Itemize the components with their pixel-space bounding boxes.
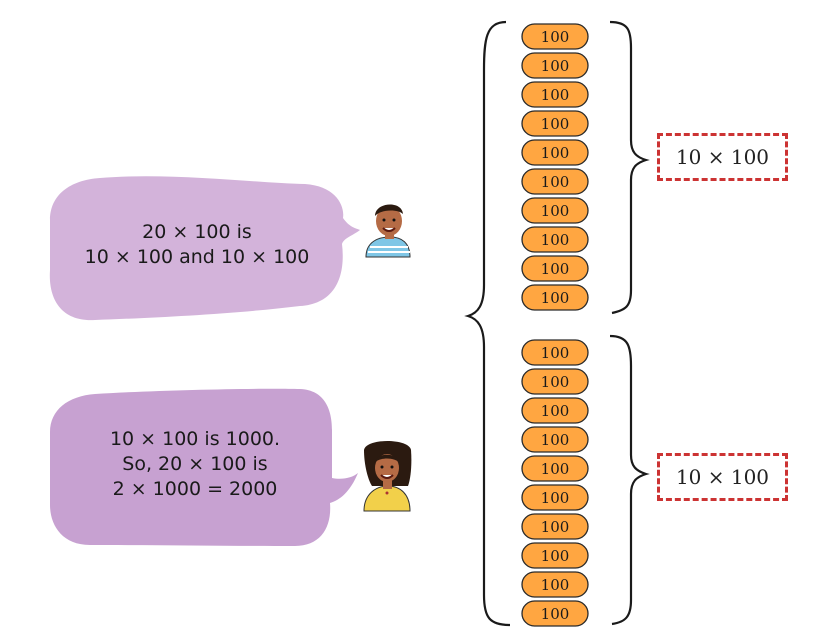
chip-label: 100	[541, 173, 570, 191]
chip-label: 100	[541, 547, 570, 565]
chip-label: 100	[541, 260, 570, 278]
chip-shape	[521, 455, 589, 482]
chip-label: 100	[541, 202, 570, 220]
big-left-brace	[464, 20, 511, 627]
chip-100: 100	[521, 284, 589, 311]
group-brace-bottom	[609, 334, 650, 626]
chip-label: 100	[541, 576, 570, 594]
chip-100: 100	[521, 110, 589, 137]
chip-shape	[521, 23, 589, 50]
chip-label: 100	[541, 373, 570, 391]
chip-label: 100	[541, 489, 570, 507]
chip-label: 100	[541, 518, 570, 536]
chip-label: 100	[541, 289, 570, 307]
chip-100: 100	[521, 168, 589, 195]
chip-label: 100	[541, 231, 570, 249]
chip-100: 100	[521, 513, 589, 540]
chip-100: 100	[521, 255, 589, 282]
chip-label: 100	[541, 115, 570, 133]
chip-shape	[521, 600, 589, 627]
group-label-top: 10 × 100	[657, 133, 788, 181]
chip-label: 100	[541, 57, 570, 75]
chip-label: 100	[541, 431, 570, 449]
girl-avatar-icon	[363, 441, 412, 512]
chip-100: 100	[521, 226, 589, 253]
chip-100: 100	[521, 571, 589, 598]
girl-dialogue-text: 10 × 100 is 1000. So, 20 × 100 is 2 × 10…	[60, 427, 330, 502]
chip-100: 100	[521, 197, 589, 224]
chip-label: 100	[541, 144, 570, 162]
chip-shape	[521, 513, 589, 540]
chip-100: 100	[521, 368, 589, 395]
chip-100: 100	[521, 426, 589, 453]
chip-shape	[521, 168, 589, 195]
speech-bubble-boy	[49, 176, 360, 321]
chip-100: 100	[521, 81, 589, 108]
chip-100: 100	[521, 339, 589, 366]
group-brace-top	[609, 20, 650, 315]
chip-100: 100	[521, 542, 589, 569]
chip-label: 100	[541, 605, 570, 623]
chip-shape	[521, 284, 589, 311]
chip-shape	[521, 542, 589, 569]
chip-shape	[521, 484, 589, 511]
chip-label: 100	[541, 344, 570, 362]
chip-100: 100	[521, 484, 589, 511]
chip-shape	[521, 52, 589, 79]
chip-label: 100	[541, 402, 570, 420]
chip-stack-bottom: 100 100 100 100 100 100 100 100 100 100	[521, 339, 589, 627]
boy-dialogue-text: 20 × 100 is 10 × 100 and 10 × 100	[62, 220, 332, 270]
group-label-bottom: 10 × 100	[657, 453, 788, 501]
chip-100: 100	[521, 455, 589, 482]
chip-shape	[521, 426, 589, 453]
chip-shape	[521, 255, 589, 282]
chip-shape	[521, 397, 589, 424]
chip-100: 100	[521, 23, 589, 50]
dialogue-line: 2 × 1000 = 2000	[112, 478, 278, 500]
dialogue-line: So, 20 × 100 is	[122, 453, 268, 475]
speech-bubble-girl	[50, 388, 358, 546]
chip-shape	[521, 139, 589, 166]
chip-100: 100	[521, 600, 589, 627]
chip-label: 100	[541, 460, 570, 478]
chip-100: 100	[521, 139, 589, 166]
dialogue-line: 10 × 100 is 1000.	[109, 428, 281, 450]
boy-avatar-icon	[365, 204, 411, 258]
chip-shape	[521, 571, 589, 598]
dialogue-line: 10 × 100 and 10 × 100	[84, 246, 310, 268]
chip-stack-top: 100 100 100 100 100 100 100 100 100 100	[521, 23, 589, 311]
chip-100: 100	[521, 397, 589, 424]
dialogue-line: 20 × 100 is	[142, 221, 252, 243]
chip-100: 100	[521, 52, 589, 79]
chip-shape	[521, 81, 589, 108]
chip-shape	[521, 110, 589, 137]
chip-shape	[521, 339, 589, 366]
chip-label: 100	[541, 86, 570, 104]
chip-label: 100	[541, 28, 570, 46]
chip-shape	[521, 226, 589, 253]
chip-shape	[521, 197, 589, 224]
chip-shape	[521, 368, 589, 395]
